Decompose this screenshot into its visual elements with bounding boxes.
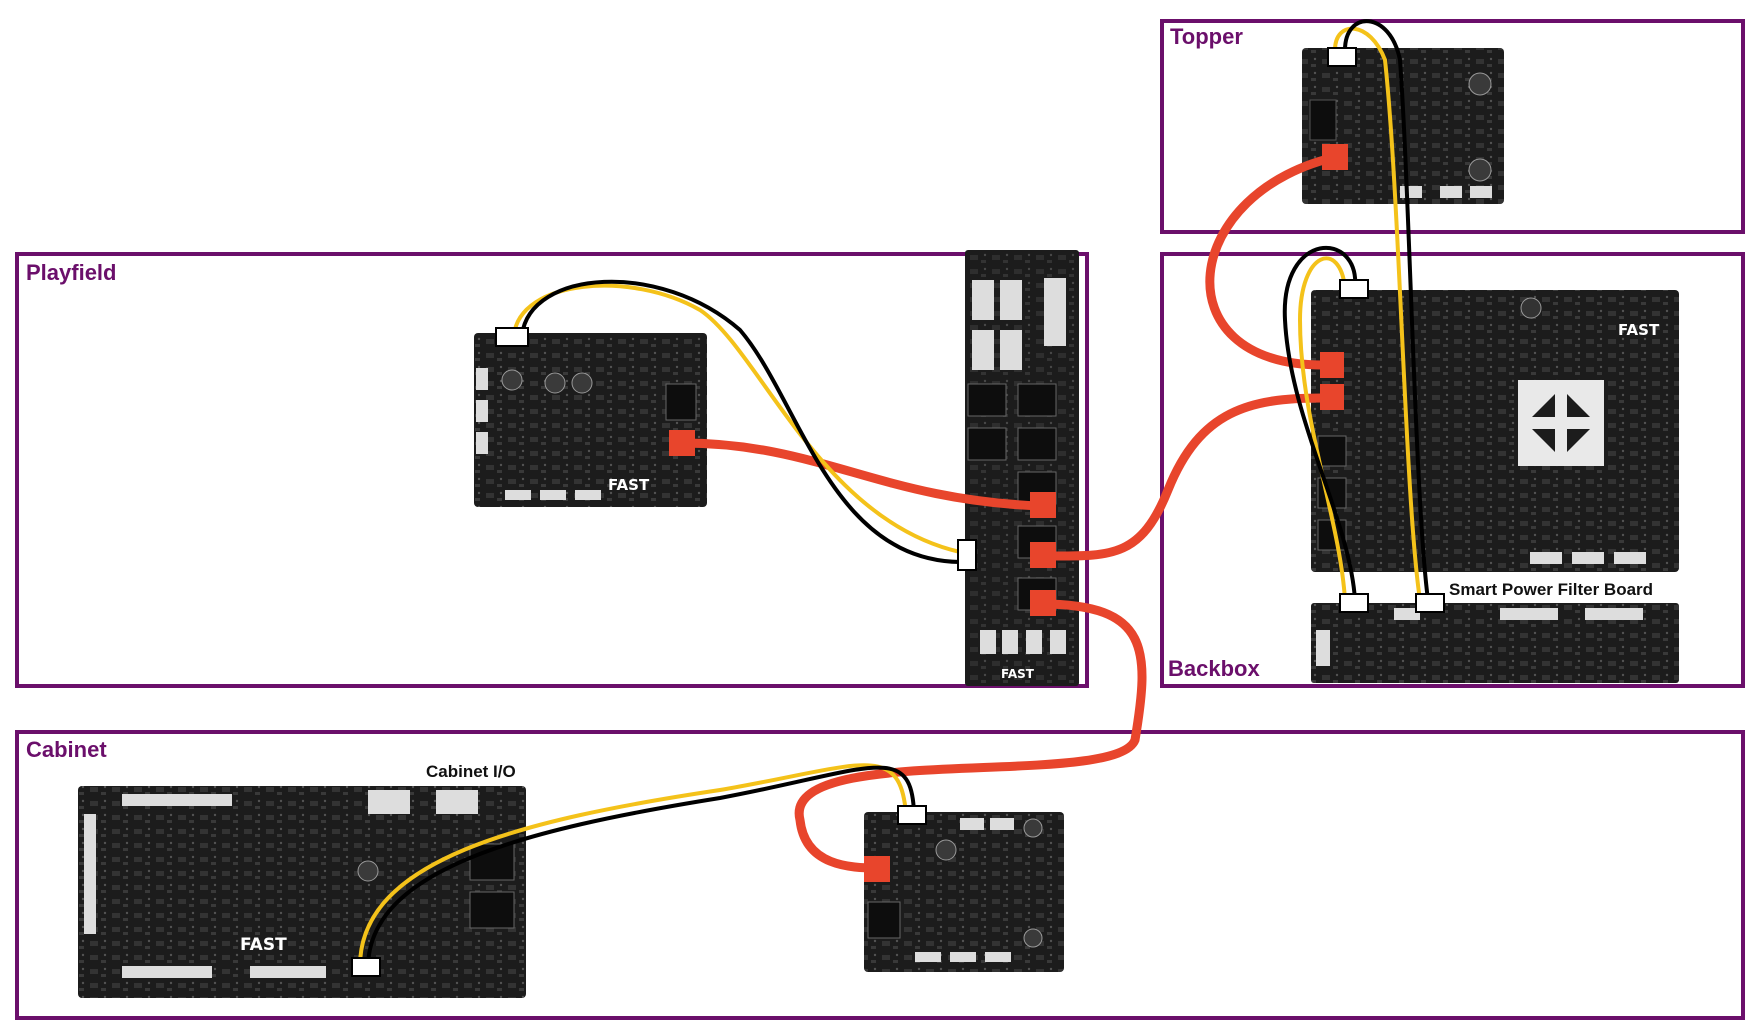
cabinet-io-label: Cabinet I/O: [426, 762, 516, 781]
zone-playfield: [15, 252, 1089, 688]
power-connectors: [351, 47, 1445, 977]
cabinet-expansion-board: [864, 812, 1064, 972]
zone-cabinet: [15, 730, 1745, 1020]
cabinet-io-board: FAST: [78, 786, 526, 998]
playfield-interface-board: FAST: [965, 250, 1079, 686]
cable-playfield-expansion-to-interface: [677, 438, 1046, 511]
neuron-controller-board: FAST: [1311, 290, 1679, 572]
loop-cables: [677, 151, 1345, 873]
zone-backbox-label: Backbox: [1168, 656, 1260, 681]
interface-board-logo: FAST: [1001, 667, 1035, 681]
cable-neuron-to-topper: [1205, 151, 1345, 370]
zone-topper: [1160, 19, 1745, 234]
cable-interface-to-neuron: [1036, 393, 1327, 561]
power-wires: [358, 19, 1430, 968]
smart-power-filter-label: Smart Power Filter Board: [1449, 580, 1654, 599]
rj45-plugs: [669, 144, 1348, 882]
cable-interface-to-cabinet-expansion: [794, 599, 1147, 873]
zone-topper-label: Topper: [1170, 24, 1243, 49]
smart-power-filter-board: [1311, 603, 1679, 683]
zone-playfield-label: Playfield: [26, 260, 117, 285]
cabinet-board-logo: FAST: [240, 935, 287, 955]
playfield-board-logo: FAST: [608, 476, 650, 494]
neuron-board-logo: FAST: [1618, 321, 1660, 339]
playfield-expansion-board: FAST: [474, 333, 707, 507]
zone-backbox: [1160, 252, 1745, 688]
zone-cabinet-label: Cabinet: [26, 737, 107, 762]
